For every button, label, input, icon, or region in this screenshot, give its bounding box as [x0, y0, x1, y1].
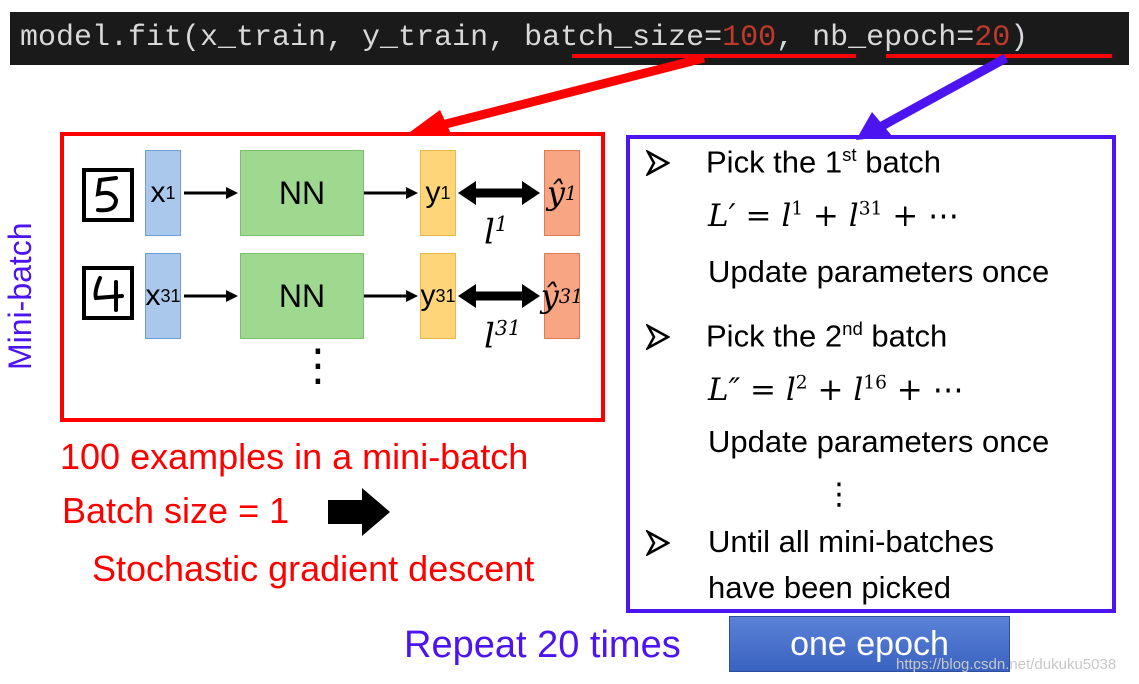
epoch-frame — [626, 135, 1116, 613]
step3-text: Until all mini-batches — [708, 524, 994, 559]
step2-text: Pick the 2nd batch — [706, 318, 948, 354]
sgd-note: Stochastic gradient descent — [92, 548, 535, 589]
mini-batch-frame — [60, 132, 605, 422]
loss-equation-1: L′ = l1 + l31 + ⋯ — [708, 198, 960, 234]
digit-4-glyph — [93, 276, 124, 312]
loss-l1: l1 — [484, 212, 508, 253]
code-sep: , — [776, 21, 813, 55]
mini-batch-side-label: Mini-batch — [2, 222, 38, 370]
watermark: https://blog.csdn.net/dukuku5038 — [896, 656, 1117, 673]
update-text-2: Update parameters once — [708, 424, 1050, 459]
loss-l31: l31 — [484, 316, 521, 357]
nn-block-1: NN — [240, 150, 364, 236]
nn-block-2: NN — [240, 253, 364, 339]
code-batch-label: batch_size= — [524, 21, 723, 55]
network-vdots: ⋮ — [296, 341, 340, 390]
code-prefix: model.fit(x_train, y_train, — [20, 21, 525, 55]
batch-arrow-shaft — [436, 53, 706, 131]
repeat-text: Repeat 20 times — [404, 624, 681, 666]
code-epoch-value: 20 — [974, 21, 1011, 55]
bullet-arrow-icon — [644, 322, 671, 355]
big-black-arrow — [328, 488, 390, 536]
code-suffix: ) — [1010, 21, 1029, 55]
digit-image-4 — [82, 266, 134, 320]
digit-5-glyph — [95, 176, 119, 213]
code-epoch-label: nb_epoch= — [812, 21, 975, 55]
bullet-arrow-icon — [644, 148, 671, 181]
steps-vdots: ⋮ — [824, 478, 854, 511]
code-batch-value: 100 — [722, 21, 777, 55]
examples-note: 100 examples in a mini-batch — [60, 436, 529, 477]
step3-text-line2: have been picked — [708, 570, 952, 605]
loss-equation-2: L″ = l2 + l16 + ⋯ — [708, 372, 964, 408]
batch-arrow-head — [410, 110, 452, 136]
bullet-arrow-icon — [644, 528, 671, 561]
digit-image-5 — [82, 168, 134, 222]
epoch-arrow-shaft — [879, 54, 1009, 130]
code-bar: model.fit(x_train, y_train, batch_size=1… — [10, 12, 1129, 65]
batch-size-note: Batch size = 1 — [62, 490, 290, 531]
step1-text: Pick the 1st batch — [706, 144, 942, 180]
one-epoch-box: one epoch — [729, 616, 1010, 672]
update-text-1: Update parameters once — [708, 254, 1050, 289]
epoch-arrow-head — [856, 112, 892, 140]
